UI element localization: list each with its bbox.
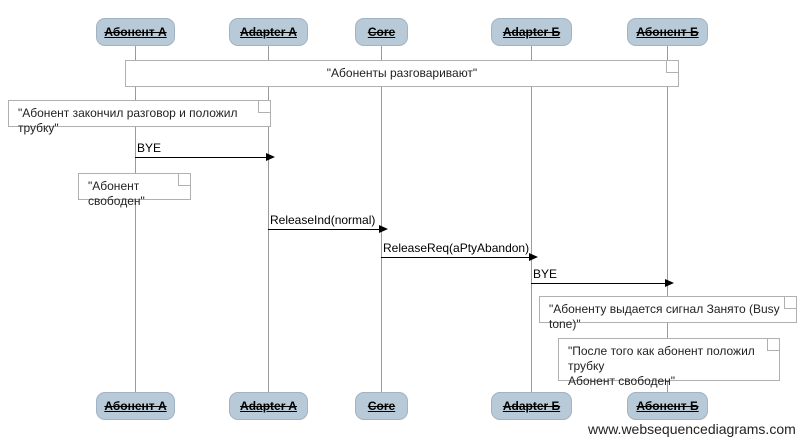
note-abonent-zakonchil-razgovor: "Абонент закончил разговор и положил тру… [8,100,271,135]
message-label: BYE [137,141,162,155]
note-posle-togo-kak: "После того как абонент положил трубку А… [558,338,780,388]
participant-abonent_a-bottom[interactable]: Абонент А [96,392,175,420]
participant-abonent_b-bottom[interactable]: Абонент Б [627,392,708,420]
note-fold-corner-icon [767,339,779,351]
note-abonent-svoboden-left: "Абонент свободен" [78,173,191,208]
note-text: "Абоненту выдается сигнал Занято (Busy t… [549,302,780,331]
participant-label: Абонент Б [636,25,699,39]
participant-label: Абонент А [104,399,167,413]
arrowhead-icon [529,253,538,261]
message-label: ReleaseReq(aPtyAbandon) [383,241,530,255]
participant-label: Core [367,25,396,39]
participant-abonent_b-top[interactable]: Абонент Б [627,18,708,46]
participant-adapter_b-bottom[interactable]: Adapter Б [491,392,572,420]
participant-label: Adapter A [240,25,297,39]
participant-label: Абонент А [104,25,167,39]
lifeline-adapter_b [531,46,532,392]
participant-core-top[interactable]: Core [355,18,408,46]
arrowhead-icon [665,279,674,287]
lifeline-core [381,46,382,392]
lifeline-adapter_a [268,46,269,392]
participant-core-bottom[interactable]: Core [355,392,408,420]
participant-adapter_a-bottom[interactable]: Adapter A [229,392,308,420]
message-line [135,157,267,158]
message-line [268,229,380,230]
participant-adapter_b-top[interactable]: Adapter Б [491,18,572,46]
message-label: ReleaseInd(normal) [270,213,376,227]
participant-label: Абонент Б [636,399,699,413]
note-fold-corner-icon [666,61,678,73]
note-text: "Абонент закончил разговор и положил тру… [18,106,238,135]
msg-bye-1: BYE [135,141,275,161]
participant-adapter_a-top[interactable]: Adapter A [229,18,308,46]
participant-label: Adapter Б [502,399,561,413]
watermark: www.websequencediagrams.com [588,421,796,437]
message-line [381,257,530,258]
note-fold-corner-icon [178,174,190,186]
participant-abonent_a-top[interactable]: Абонент А [96,18,175,46]
msg-release-req: ReleaseReq(aPtyAbandon) [381,241,538,261]
note-text: "После того как абонент положил трубку А… [568,344,755,388]
note-text: "Абонент свободен" [88,179,145,208]
lifeline-abonent_b [667,46,668,392]
message-label: BYE [533,267,558,281]
message-line [531,283,666,284]
note-text: "Абоненты разговаривают" [326,66,478,80]
participant-label: Adapter A [240,399,297,413]
msg-release-ind: ReleaseInd(normal) [268,213,388,233]
note-fold-corner-icon [258,101,270,113]
msg-bye-2: BYE [531,267,674,287]
note-busy-tone: "Абоненту выдается сигнал Занято (Busy t… [539,296,797,331]
participant-label: Core [367,399,396,413]
participant-label: Adapter Б [502,25,561,39]
lifeline-abonent_a [135,46,136,392]
note-abonenty-razgovarivayut: "Абоненты разговаривают" [125,60,679,87]
arrowhead-icon [266,153,275,161]
note-fold-corner-icon [784,297,796,309]
arrowhead-icon [379,225,388,233]
